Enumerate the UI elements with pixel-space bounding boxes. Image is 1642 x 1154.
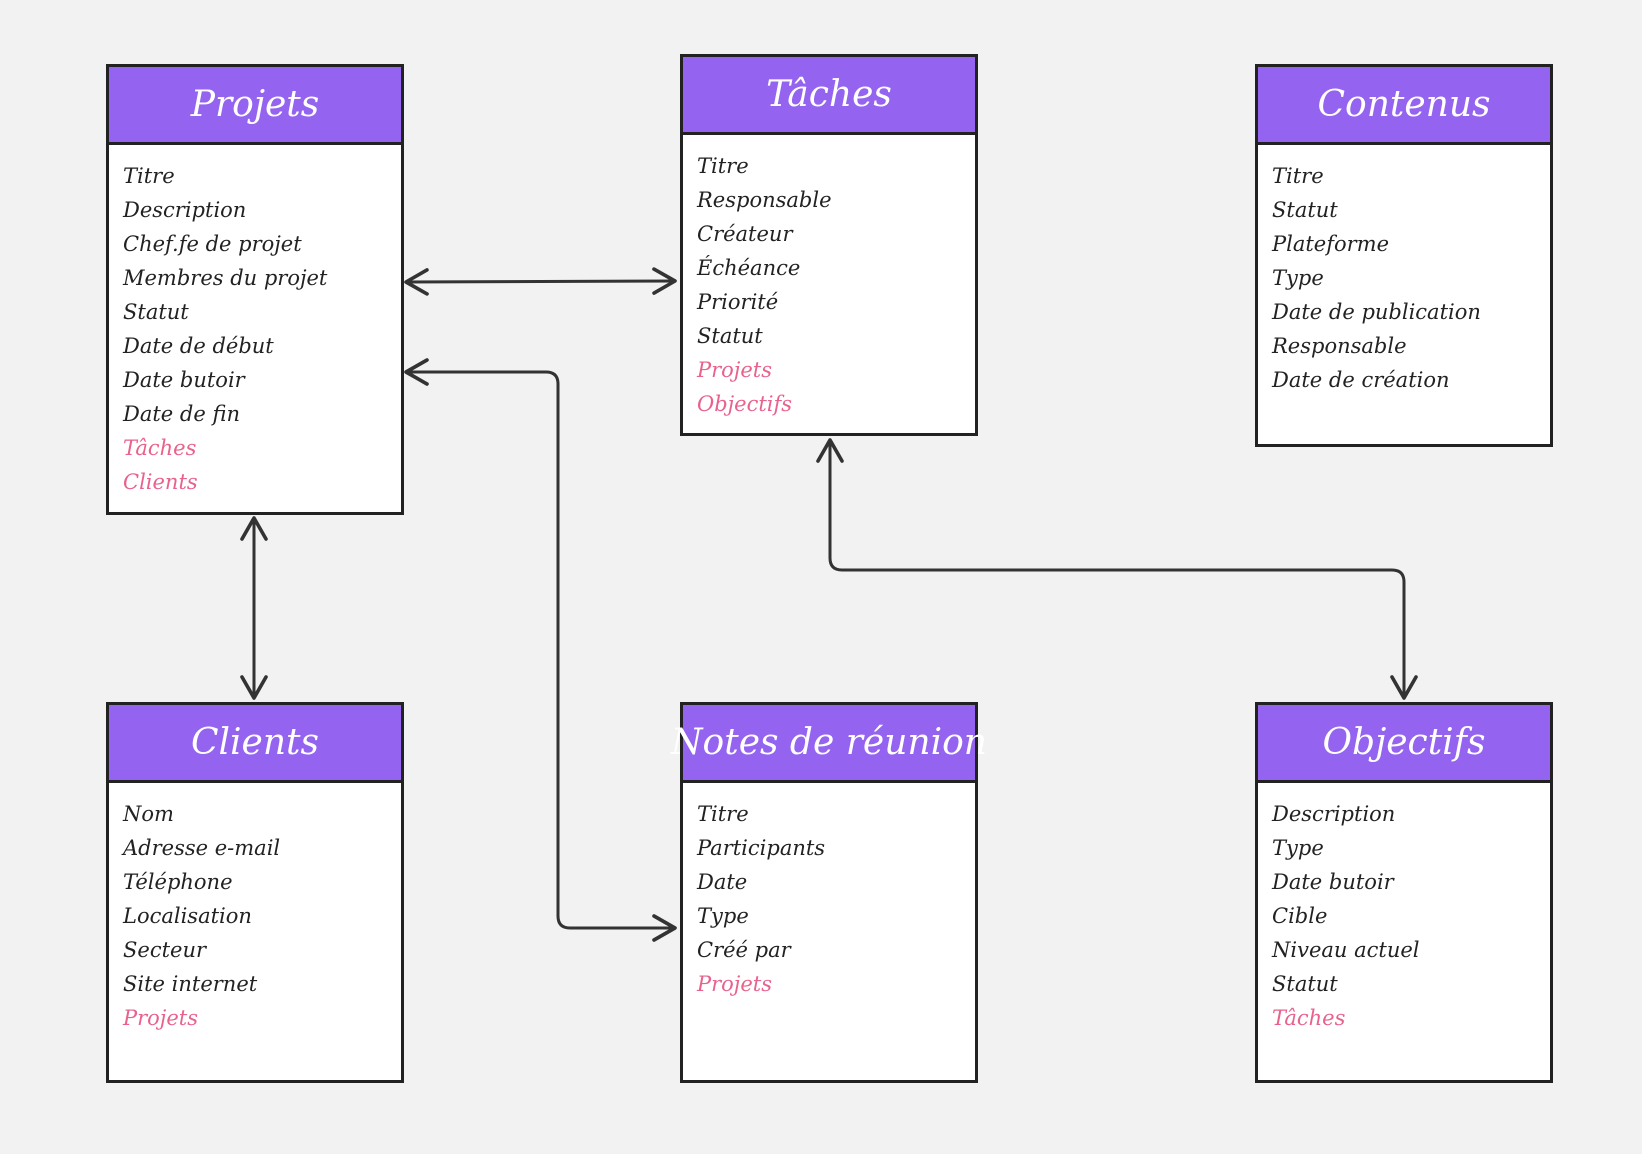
relation-field: Projets: [697, 358, 772, 382]
field: Type: [1272, 266, 1324, 290]
relation-field: Tâches: [1272, 1006, 1346, 1030]
relation-field: Tâches: [123, 436, 197, 460]
field: Échéance: [697, 256, 801, 280]
field: Titre: [1272, 164, 1324, 188]
field: Date de publication: [1272, 300, 1481, 324]
field: Site internet: [123, 972, 258, 996]
field: Créateur: [697, 222, 793, 246]
field: Titre: [123, 164, 175, 188]
relation-field: Projets: [123, 1006, 198, 1030]
relation-field: Objectifs: [697, 392, 793, 416]
entity-title: Objectifs: [1258, 705, 1550, 783]
entity-title: Tâches: [683, 57, 975, 135]
relation-field: Projets: [697, 972, 772, 996]
field: Date: [697, 870, 748, 894]
field: Chef.fe de projet: [123, 232, 302, 256]
connector-taches-objectifs: [816, 438, 1418, 700]
field: Niveau actuel: [1272, 938, 1420, 962]
entity-title: Clients: [109, 705, 401, 783]
field: Créé par: [697, 938, 791, 962]
field: Cible: [1272, 904, 1328, 928]
field: Localisation: [123, 904, 252, 928]
field: Statut: [1272, 972, 1338, 996]
entity-title: Contenus: [1258, 67, 1550, 145]
field: Statut: [1272, 198, 1338, 222]
connector-projets-notes: [404, 358, 677, 942]
field: Statut: [697, 324, 763, 348]
entity-title: Notes de réunion: [671, 705, 987, 783]
field: Titre: [697, 802, 749, 826]
field: Description: [123, 198, 247, 222]
field: Date butoir: [1272, 870, 1394, 894]
field: Description: [1272, 802, 1396, 826]
field: Plateforme: [1272, 232, 1390, 256]
field: Responsable: [697, 188, 832, 212]
field: Date de début: [123, 334, 274, 358]
field: Titre: [697, 154, 749, 178]
field: Date butoir: [123, 368, 245, 392]
field: Responsable: [1272, 334, 1407, 358]
field: Date de création: [1272, 368, 1450, 392]
field: Téléphone: [123, 870, 233, 894]
field: Statut: [123, 300, 189, 324]
relation-field: Clients: [123, 470, 198, 494]
connector-projets-taches: [404, 267, 677, 296]
field: Secteur: [123, 938, 207, 962]
field: Membres du projet: [123, 266, 328, 290]
field: Nom: [123, 802, 174, 826]
field: Type: [1272, 836, 1324, 860]
field: Type: [697, 904, 749, 928]
field: Date de fin: [123, 402, 240, 426]
field: Priorité: [697, 290, 779, 314]
field: Adresse e-mail: [123, 836, 281, 860]
entity-title: Projets: [109, 67, 401, 145]
field: Participants: [697, 836, 826, 860]
